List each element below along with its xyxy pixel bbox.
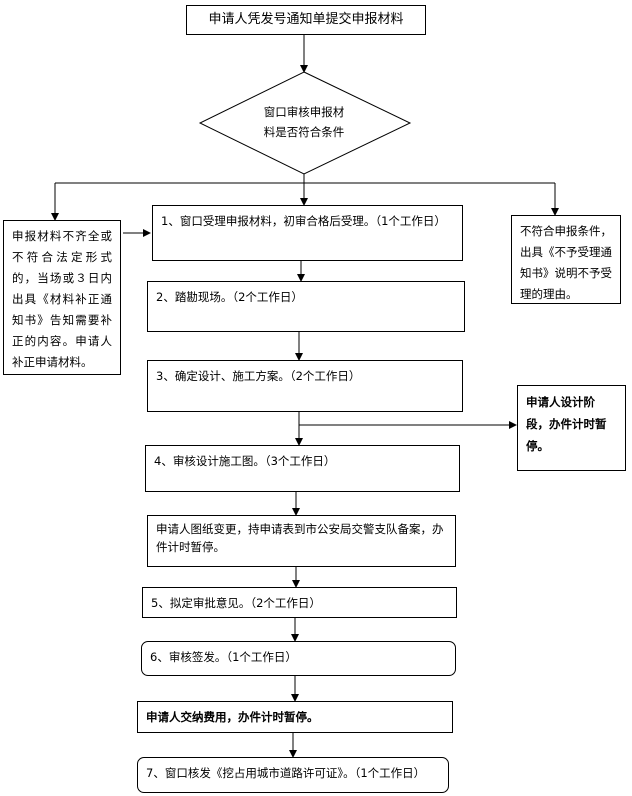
step-7-box: 7、窗口核发《挖占用城市道路许可证》。（1个工作日） bbox=[137, 757, 449, 793]
step-2-box: 2、踏勘现场。（2个工作日） bbox=[147, 281, 465, 332]
fee-payment-box: 申请人交纳费用，办件计时暂停。 bbox=[137, 701, 453, 733]
decision-text: 窗口审核申报材 料是否符合条件 bbox=[240, 102, 368, 142]
step-4-box: 4、审核设计施工图。（3个工作日） bbox=[145, 445, 460, 492]
step-1-box: 1、窗口受理申报材料，初审合格后受理。（1个工作日） bbox=[152, 205, 463, 261]
decision-line-2: 料是否符合条件 bbox=[263, 125, 345, 139]
step-3-box: 3、确定设计、施工方案。（2个工作日） bbox=[147, 360, 463, 412]
step-6-box: 6、审核签发。（1个工作日） bbox=[141, 641, 456, 676]
left-note-incomplete-materials: 申报材料不齐全或不符合法定形式的，当场或３日内出具《材料补正通知书》告知需要补正… bbox=[3, 220, 121, 375]
step-5-box: 5、拟定审批意见。（2个工作日） bbox=[142, 587, 457, 618]
decision-line-1: 窗口审核申报材 bbox=[263, 105, 345, 119]
start-box: 申请人凭发号通知单提交申报材料 bbox=[186, 5, 426, 35]
pause-note-design: 申请人设计阶段，办件计时暂停。 bbox=[517, 385, 626, 471]
right-note-rejection: 不符合申报条件，出具《不予受理通知书》说明不予受理的理由。 bbox=[511, 215, 621, 304]
drawing-change-box: 申请人图纸变更，持申请表到市公安局交警支队备案，办件计时暂停。 bbox=[147, 515, 456, 567]
